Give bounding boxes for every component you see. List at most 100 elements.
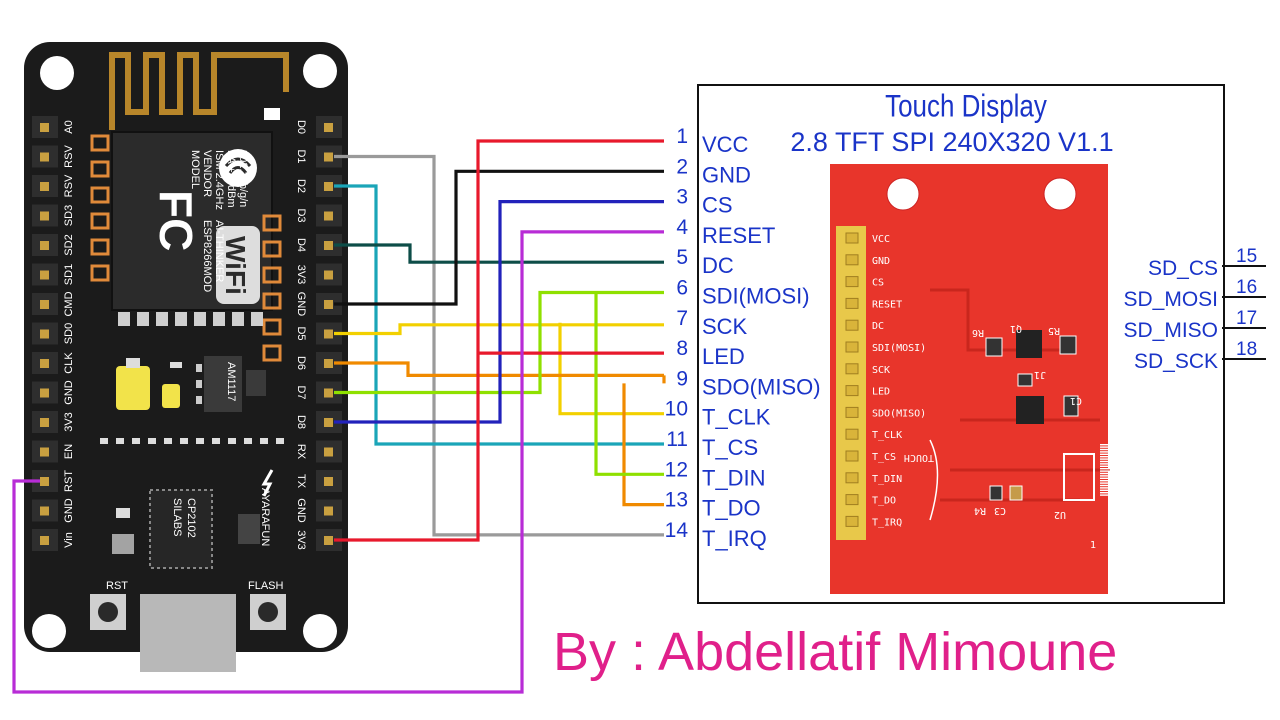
- fpc-contact: [1100, 484, 1110, 487]
- module-pad: [90, 212, 110, 230]
- display-pin-number: 9: [676, 367, 688, 390]
- smd-part: [164, 438, 172, 444]
- right-header-pin[interactable]: [324, 477, 333, 486]
- right-header-pin[interactable]: [324, 182, 333, 191]
- flash-button-label: FLASH: [248, 580, 284, 592]
- left-header-pin[interactable]: [40, 506, 49, 516]
- pcb-part-label: J1: [1034, 369, 1046, 380]
- pcb-part-label: R5: [1048, 325, 1060, 336]
- fpc-contact: [1100, 470, 1110, 472]
- left-header-pin[interactable]: [40, 418, 49, 427]
- antenna-trace: [109, 52, 289, 130]
- left-header-pin[interactable]: [40, 182, 49, 191]
- display-module: Touch Display 2.8 TFT SPI 240X320 V1.1 V…: [697, 84, 1225, 604]
- left-header-pin[interactable]: [40, 359, 49, 368]
- right-header-pin[interactable]: [324, 241, 333, 250]
- left-header-pin[interactable]: [40, 329, 49, 339]
- module-pad: [194, 312, 206, 326]
- mount-hole-top-right: [303, 54, 337, 88]
- left-header-pin[interactable]: [40, 123, 49, 132]
- module-pad: [232, 312, 244, 326]
- capacitor-large-cap: [126, 358, 140, 368]
- left-pin-header: A0RSVRSVSD3SD2SD1CMDSD0CLKGND3V3ENRSTGND…: [32, 116, 75, 551]
- pcb-header-pin: [845, 341, 859, 353]
- pcb-part-label: Q1: [1010, 323, 1022, 334]
- left-header-pin[interactable]: [40, 270, 49, 280]
- right-header-pin[interactable]: [324, 418, 333, 427]
- right-header-pin[interactable]: [324, 359, 333, 368]
- wire-d4-to-dc: [334, 243, 664, 264]
- right-pin-label: D2: [295, 179, 307, 193]
- smd-led: [116, 508, 130, 518]
- antenna-pad: [264, 108, 280, 120]
- display-pin-number: 5: [676, 246, 688, 269]
- wire-d7-to-t-din: [594, 292, 664, 476]
- right-header-pin[interactable]: [324, 270, 333, 280]
- right-header-pin[interactable]: [324, 536, 333, 545]
- pcb-header-pin: [845, 472, 859, 484]
- right-header-pin[interactable]: [324, 152, 333, 162]
- left-pin-label: SD0: [63, 323, 75, 344]
- wire-rst-to-reset: [12, 230, 664, 694]
- rst-button-cap[interactable]: [98, 602, 118, 622]
- smd-part: [260, 438, 268, 444]
- fpc-contact: [1100, 489, 1110, 491]
- pcb-header-pin: [845, 363, 859, 375]
- pcb-part-label: R6: [972, 327, 984, 338]
- display-title-line2: 2.8 TFT SPI 240X320 V1.1: [790, 127, 1113, 157]
- fpc-contact: [1100, 465, 1110, 467]
- smd-part: [112, 534, 134, 554]
- module-text-line: 802.11b/g/n: [237, 150, 249, 207]
- pcb-part-j1: [1017, 373, 1033, 387]
- wire-d6-to-t-do: [622, 383, 664, 507]
- left-pin-label: 3V3: [63, 412, 75, 432]
- left-header-pin[interactable]: [40, 152, 49, 162]
- pcb-pin-label: GND: [872, 256, 890, 267]
- display-pin-name: T_CS: [702, 435, 758, 460]
- right-header-pin[interactable]: [324, 300, 333, 309]
- usb-chip-label-2: CP2102: [185, 498, 197, 538]
- regulator-pin: [196, 380, 202, 388]
- pcb-pin-label: SDI(MOSI): [872, 343, 926, 354]
- right-header-pin[interactable]: [324, 506, 333, 516]
- display-pin-name: DC: [702, 253, 734, 278]
- wire-d1-to-t-irq: [334, 154, 664, 537]
- fpc-contact: [1100, 482, 1110, 484]
- right-header-pin[interactable]: [324, 211, 333, 221]
- fpc-contact: [1100, 487, 1110, 489]
- display-pin-number: 13: [665, 489, 688, 512]
- left-header-pin[interactable]: [40, 477, 49, 486]
- wire-3v3-to-vcc: [334, 139, 664, 542]
- maker-label: AYARAFUN: [259, 488, 271, 546]
- fpc-contact: [1100, 494, 1110, 496]
- smd-part: [116, 438, 124, 444]
- fpc-contact: [1100, 444, 1110, 446]
- pcb-resistor-r4: [989, 485, 1003, 501]
- right-pin-label: TX: [295, 474, 307, 489]
- module-text-line: VENDOR: [201, 150, 213, 197]
- left-header-pin[interactable]: [40, 447, 49, 457]
- left-header-pin[interactable]: [40, 211, 49, 221]
- sd-pin-number: 17: [1236, 308, 1257, 329]
- pcb-touch-ic: [1016, 396, 1044, 424]
- right-header-pin[interactable]: [324, 329, 333, 339]
- module-pad: [90, 186, 110, 204]
- smd-part: [212, 438, 220, 444]
- right-header-pin[interactable]: [324, 447, 333, 457]
- display-pin-number: 10: [665, 398, 688, 421]
- pcb-hole-top-right: [1043, 177, 1077, 211]
- fpc-contact: [1100, 446, 1110, 448]
- smd-part: [148, 438, 156, 444]
- display-pin-name: CS: [702, 193, 733, 218]
- wire-d6-to-sdo-miso-: [334, 361, 666, 384]
- left-header-pin[interactable]: [40, 536, 49, 545]
- flash-button-cap[interactable]: [258, 602, 278, 622]
- left-header-pin[interactable]: [40, 388, 49, 398]
- right-header-pin[interactable]: [324, 123, 333, 132]
- display-pin-number: 12: [665, 458, 688, 481]
- left-header-pin[interactable]: [40, 241, 49, 250]
- left-header-pin[interactable]: [40, 300, 49, 309]
- right-header-pin[interactable]: [324, 388, 333, 398]
